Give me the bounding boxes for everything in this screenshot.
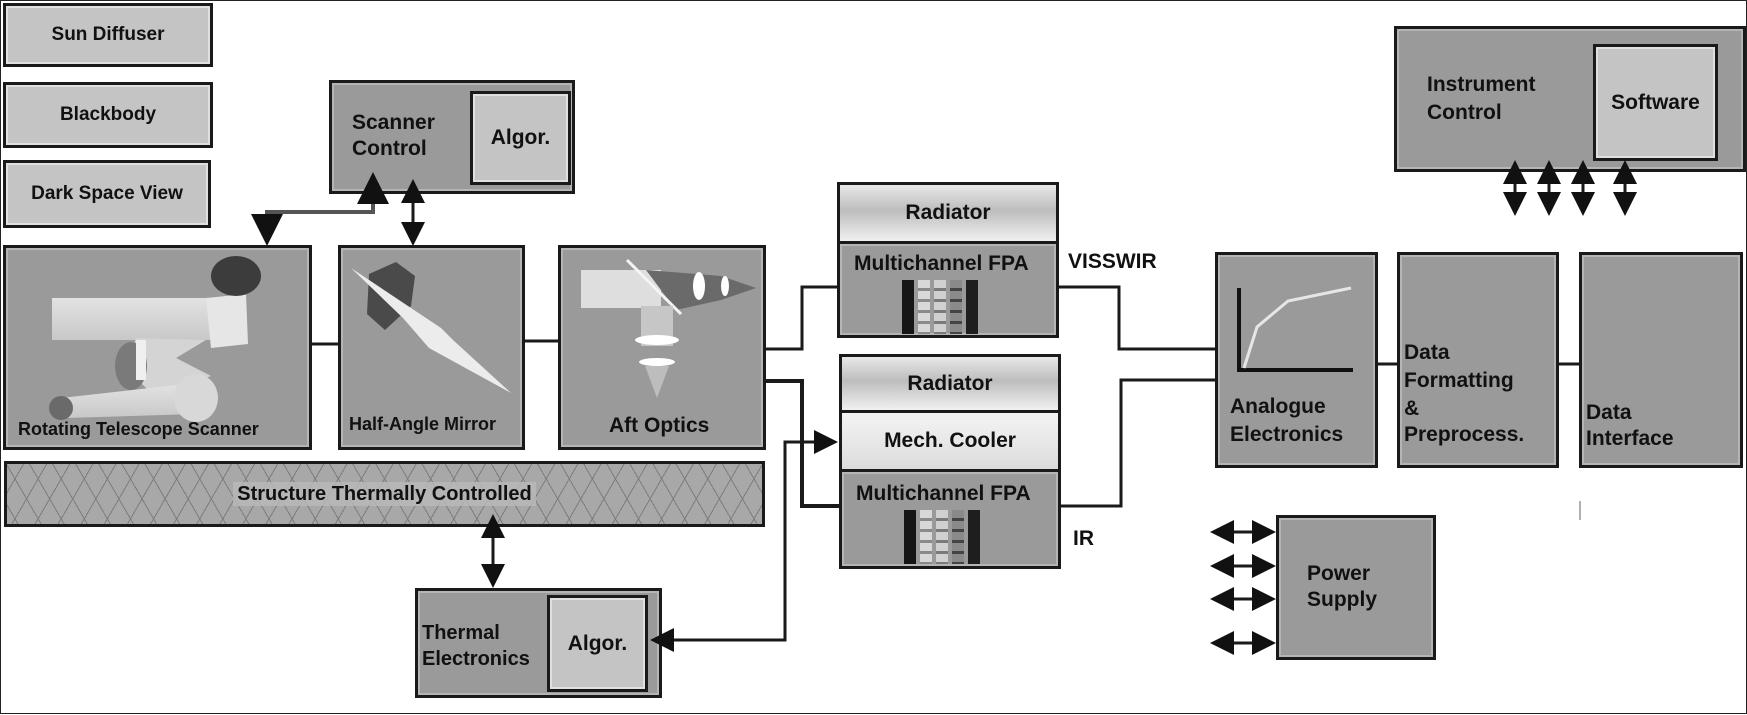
visswir-band-label: VISSWIR: [1068, 250, 1157, 273]
scanner-algor-label: Algor.: [490, 126, 551, 149]
data-formatting-label-3: &: [1404, 397, 1420, 420]
sun-diffuser-label: Sun Diffuser: [51, 24, 165, 45]
rotating-telescope-scanner-box: Rotating Telescope Scanner: [3, 245, 312, 450]
aft-optics-box: Aft Optics: [558, 245, 766, 450]
ir-fpa-detector-icon: [904, 508, 980, 566]
data-formatting-label-4: Preprocess.: [1404, 423, 1525, 446]
ir-fpa-label: Multichannel FPA: [856, 482, 1031, 505]
blackbody-box: Blackbody: [3, 82, 213, 148]
telescope-label: Rotating Telescope Scanner: [18, 419, 259, 439]
visswir-radiator-box: Radiator: [837, 182, 1059, 244]
analogue-label-2: Electronics: [1230, 423, 1344, 446]
dark-space-view-label: Dark Space View: [31, 183, 183, 204]
instrument-control-label-1: Instrument: [1427, 73, 1536, 96]
analogue-label-1: Analogue: [1230, 395, 1326, 418]
visswir-fpa-detector-icon: [902, 278, 978, 336]
mirror-illustration: [351, 262, 511, 393]
software-label: Software: [1611, 90, 1700, 114]
thermal-label-1: Thermal: [422, 622, 500, 644]
ir-band-label: IR: [1073, 527, 1094, 550]
scanner-algor-box: Algor.: [470, 91, 571, 185]
data-interface-label-2: Interface: [1586, 427, 1674, 450]
instrument-control-label-2: Control: [1427, 101, 1502, 124]
mech-cooler-label: Mech. Cooler: [884, 429, 1016, 452]
ir-radiator-label: Radiator: [907, 371, 993, 395]
scanner-control-box: Scanner Control Algor.: [329, 80, 575, 194]
ir-radiator-box: Radiator: [839, 354, 1061, 413]
power-supply-label-2: Supply: [1307, 588, 1378, 611]
data-formatting-label-1: Data: [1404, 341, 1450, 364]
data-formatting-box: Data Formatting & Preprocess.: [1397, 252, 1559, 468]
thermal-algor-box: Algor.: [547, 595, 648, 692]
mirror-label: Half-Angle Mirror: [349, 414, 497, 434]
power-supply-box: Power Supply: [1276, 515, 1436, 660]
telescope-illustration: [49, 256, 261, 422]
thermal-label-2: Electronics: [422, 648, 530, 670]
instrument-control-box: Instrument Control Software: [1394, 26, 1746, 172]
aft-optics-label: Aft Optics: [609, 414, 710, 437]
software-box: Software: [1593, 44, 1718, 161]
scanner-control-label-2: Control: [352, 137, 427, 160]
half-angle-mirror-box: Half-Angle Mirror: [338, 245, 525, 450]
mech-cooler-box: Mech. Cooler: [839, 410, 1061, 472]
aft-optics-illustration: [581, 258, 756, 398]
visswir-fpa-box: Multichannel FPA: [837, 241, 1059, 338]
power-supply-label-1: Power: [1307, 562, 1371, 585]
data-interface-label-1: Data: [1586, 401, 1632, 424]
structure-label: Structure Thermally Controlled: [233, 482, 536, 506]
analogue-electronics-box: Analogue Electronics: [1215, 252, 1378, 468]
dark-space-view-box: Dark Space View: [3, 160, 211, 228]
sun-diffuser-box: Sun Diffuser: [3, 3, 213, 67]
transfer-curve-icon: [1237, 286, 1353, 372]
thermal-algor-label: Algor.: [567, 631, 628, 655]
visswir-fpa-label: Multichannel FPA: [854, 252, 1029, 275]
visswir-radiator-label: Radiator: [905, 201, 991, 224]
thermal-electronics-box: Thermal Electronics Algor.: [415, 588, 662, 698]
data-interface-box: Data Interface: [1579, 252, 1743, 468]
data-formatting-label-2: Formatting: [1404, 369, 1514, 392]
blackbody-label: Blackbody: [59, 104, 157, 125]
ir-fpa-box: Multichannel FPA: [839, 469, 1061, 569]
structure-thermally-controlled-bar: Structure Thermally Controlled: [4, 461, 765, 527]
scanner-control-label-1: Scanner: [352, 111, 435, 134]
